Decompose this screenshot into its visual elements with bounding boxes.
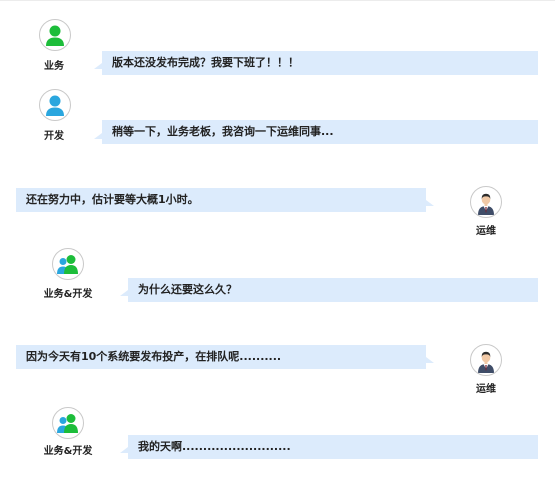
speaker-name: 运维 — [476, 226, 496, 237]
message-bubble: 我的天啊.......................... — [128, 435, 538, 459]
ops-businessman-icon — [470, 186, 502, 218]
bubble-tail — [94, 133, 102, 139]
bubble-tail — [120, 290, 128, 296]
message-bubble: 为什么还要这么久？ — [128, 278, 538, 302]
speaker-name: 运维 — [476, 384, 496, 395]
group-users-icon — [52, 407, 84, 439]
ops-businessman-icon — [470, 344, 502, 376]
message-bubble: 因为今天有10个系统要发布投产，在排队呢.......... — [16, 345, 426, 369]
group-users-icon — [52, 248, 84, 280]
bubble-tail — [120, 447, 128, 453]
message-bubble: 版本还没发布完成？我要下班了！！！ — [102, 51, 538, 75]
message-bubble: 稍等一下，业务老板，我咨询一下运维同事... — [102, 120, 538, 144]
speaker-name: 开发 — [44, 131, 64, 142]
message-bubble: 还在努力中，估计要等大概1小时。 — [16, 188, 426, 212]
bubble-tail — [426, 200, 434, 206]
speaker-name: 业务&开发 — [43, 446, 93, 457]
speaker-name: 业务&开发 — [43, 289, 93, 300]
speaker-name: 业务 — [44, 61, 64, 72]
business-user-icon — [39, 19, 71, 51]
bubble-tail — [94, 63, 102, 69]
bubble-tail — [426, 357, 434, 363]
developer-user-icon — [39, 89, 71, 121]
top-divider — [0, 0, 555, 1]
